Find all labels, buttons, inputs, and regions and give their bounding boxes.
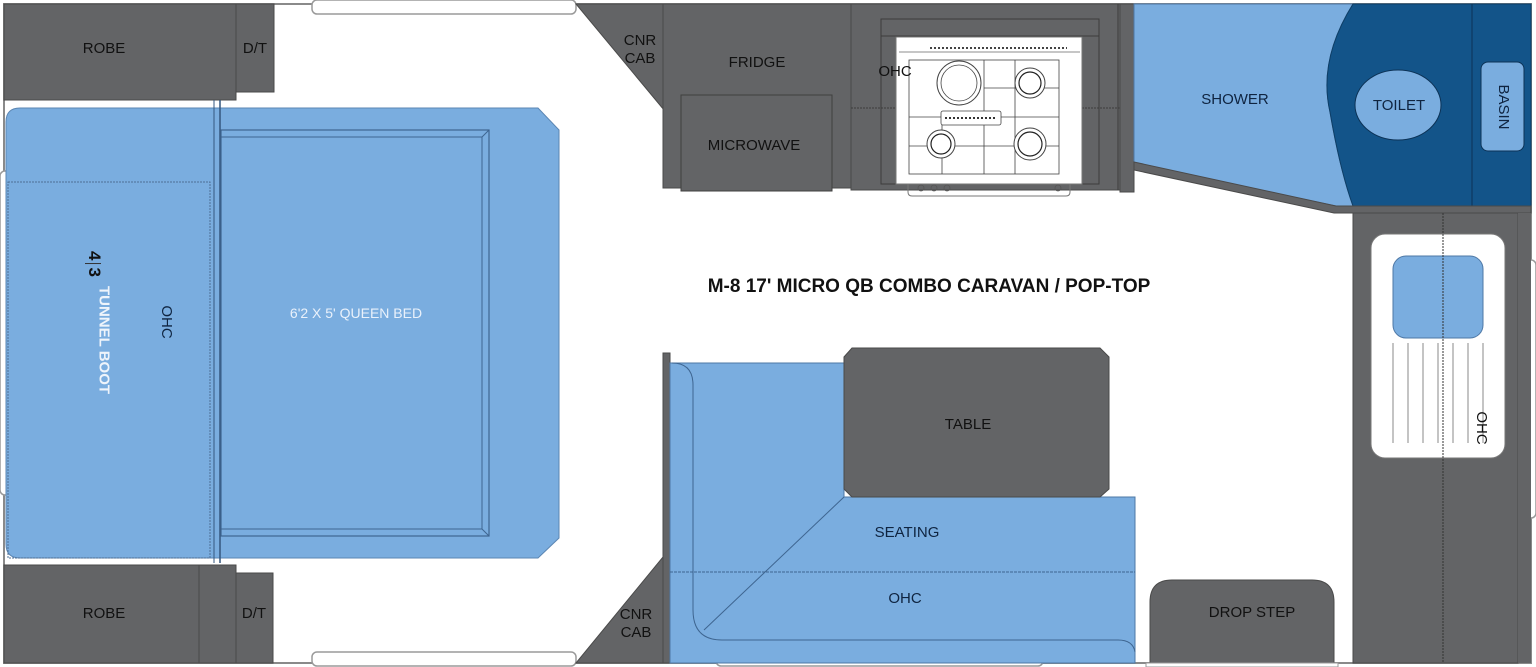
window-top-left bbox=[311, 0, 577, 15]
label-dt-top: D/T bbox=[242, 40, 268, 57]
label-robe-top: ROBE bbox=[82, 40, 126, 57]
toilet-icon bbox=[1354, 69, 1442, 141]
bed-base bbox=[5, 107, 560, 559]
label-queen-bed: 6'2 X 5' QUEEN BED bbox=[289, 305, 423, 321]
cooktop-icon bbox=[895, 36, 1083, 197]
label-ohc-sink: OHC bbox=[1473, 411, 1490, 445]
microwave bbox=[680, 94, 833, 192]
cnr-cab-bottom bbox=[574, 555, 664, 664]
ensuite-wall-left bbox=[1119, 3, 1135, 193]
label-cnr-cab-top: CNR CAB bbox=[623, 32, 657, 67]
dt-top bbox=[235, 3, 275, 93]
label-table: TABLE bbox=[944, 416, 992, 433]
drainer-lines bbox=[1392, 343, 1484, 443]
robe-bottom-side bbox=[198, 564, 237, 664]
label-drop-step: DROP STEP bbox=[1208, 604, 1296, 621]
label-basin: BASIN bbox=[1495, 84, 1512, 130]
label-fridge: FRIDGE bbox=[728, 54, 786, 71]
label-toilet: TOILET bbox=[1372, 97, 1426, 114]
tunnel-boot-area bbox=[7, 181, 211, 559]
label-ohc-kitchen: OHC bbox=[878, 63, 912, 80]
seat-diagonal bbox=[703, 496, 845, 631]
page-title: M-8 17' MICRO QB COMBO CARAVAN / POP-TOP bbox=[707, 276, 1151, 297]
sink-bowl bbox=[1392, 255, 1484, 339]
robe-top bbox=[3, 3, 237, 101]
fraction-denominator: 4 bbox=[85, 251, 104, 261]
basin-icon bbox=[1480, 61, 1525, 152]
robe-bottom bbox=[3, 564, 200, 664]
dt-bottom bbox=[235, 572, 274, 664]
drop-step bbox=[1149, 579, 1335, 664]
dinette-partition bbox=[662, 352, 671, 664]
label-ohc-bed-head: OHC bbox=[158, 305, 175, 339]
label-shower: SHOWER bbox=[1201, 91, 1269, 108]
fraction-numerator: 3 bbox=[85, 267, 104, 277]
label-dt-bottom: D/T bbox=[241, 605, 267, 622]
label-microwave: MICROWAVE bbox=[707, 137, 801, 154]
label-seating: SEATING bbox=[874, 524, 940, 541]
label-ohc-dinette: OHC bbox=[888, 590, 922, 607]
label-cnr-cab-bottom: CNR CAB bbox=[619, 606, 653, 641]
tunnel-boot-fraction: 43 bbox=[84, 251, 104, 277]
window-bottom-left bbox=[311, 651, 577, 667]
label-robe-bottom: ROBE bbox=[82, 605, 126, 622]
label-tunnel-boot: TUNNEL BOOT bbox=[95, 285, 113, 395]
table bbox=[843, 347, 1110, 498]
